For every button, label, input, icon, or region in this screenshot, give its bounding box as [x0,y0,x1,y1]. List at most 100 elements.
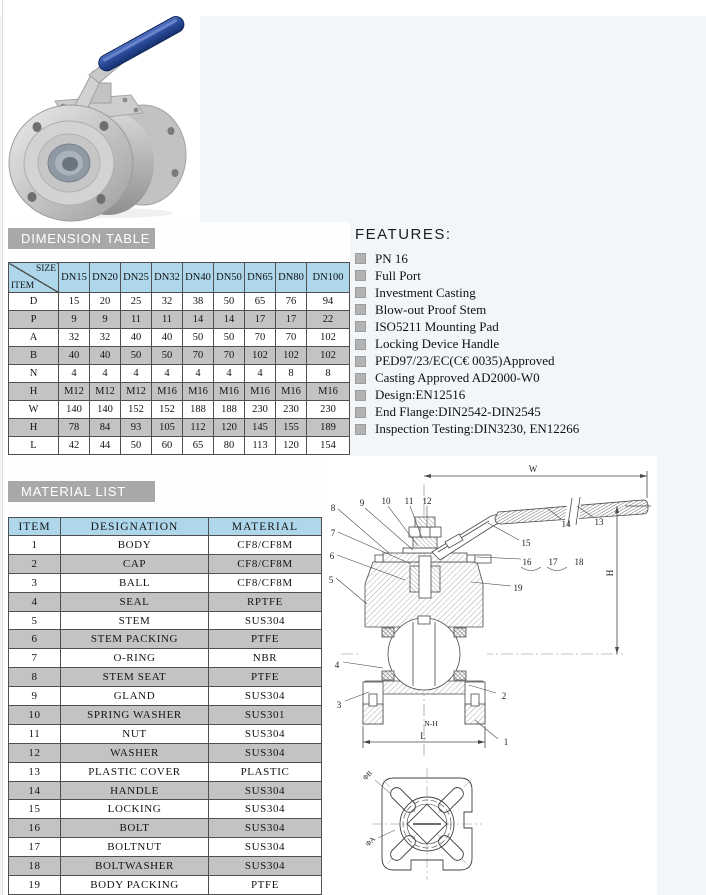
bolt-hole [27,192,37,202]
features-title: FEATURES: [355,226,452,243]
dimension-item-label: H [8,418,59,437]
pad-slot-hole [390,835,416,861]
dimension-value-cell: M16 [182,382,214,401]
material-item-number: 17 [8,837,61,858]
stem-slot [417,615,431,625]
feature-item: Inspection Testing:DIN3230, EN12266 [355,421,705,438]
material-designation: SPRING WASHER [60,705,209,725]
dimension-table-banner: DIMENSION TABLE [8,228,155,249]
dimension-value-cell: M16 [244,382,276,401]
dimension-item-label: H [8,382,59,401]
arrowhead [615,506,619,513]
leader-lines [335,505,594,740]
dimension-value-cell: 4 [89,364,121,383]
right-foot-section [464,703,486,725]
material-designation: WASHER [60,742,209,763]
dimension-value-cell: 155 [275,418,307,437]
callout-label: 9 [360,498,365,508]
extension-line [362,726,486,748]
dimension-value-cell: 70 [244,328,276,347]
handle-arm-line [437,520,490,553]
callout-label: 5 [329,575,334,585]
dimension-value-cell: 17 [275,310,307,329]
bottom-view [372,768,482,880]
material-designation: STEM [60,610,209,631]
size-column-header: DN100 [306,262,350,293]
material-item-number: 12 [8,742,61,763]
dimension-value-cell: 93 [120,418,152,437]
material-designation: HANDLE [60,780,209,801]
material-designation: STEM SEAT [60,667,209,688]
locking-tab [444,533,464,549]
arrowhead [424,474,431,478]
material-designation: PLASTIC COVER [60,761,209,782]
dimension-value-cell: 230 [275,400,307,419]
break-lines [567,496,581,526]
dimension-value-cell: M16 [275,382,307,401]
pad-outline [381,777,473,871]
material-item-number: 10 [8,705,61,725]
dim-height-label: H [605,569,615,576]
dimension-value-cell: 65 [182,436,214,455]
bullet-square-icon [355,321,366,333]
dimension-value-cell: 4 [120,364,152,383]
stem-section [418,555,432,599]
size-column-header: DN40 [182,262,214,293]
dimension-value-cell: 76 [275,292,307,311]
valve-photo-group [8,16,187,222]
size-column-header: DN65 [244,262,276,293]
dimension-value-cell: 94 [306,292,350,311]
product-photo [8,16,187,222]
dimension-value-cell: 140 [89,400,121,419]
bullet-square-icon [355,372,366,384]
dimension-value-cell: M12 [120,382,152,401]
dimension-value-cell: 189 [306,418,350,437]
feature-item: PED97/23/EC(C€ 0035)Approved [355,353,705,370]
feature-item: Design:EN12516 [355,387,705,404]
dimension-value-cell: 15 [58,292,90,311]
callout-labels: 1 2 3 4 5 6 7 8 9 10 11 12 13 14 15 16 1… [329,464,615,848]
corner-cell: SIZE ITEM [8,262,59,293]
feature-text: Blow-out Proof Stem [375,301,487,317]
material-item-number: 15 [8,799,61,820]
material-header-material: MATERIAL [208,517,322,536]
dimension-value-cell: M16 [213,382,245,401]
dimension-item-label: W [8,400,59,419]
hex-nut [408,526,442,538]
bullet-square-icon [355,355,366,367]
dimension-value-cell: 102 [306,346,350,365]
top-nut [414,516,436,528]
material-item-number: 11 [8,723,61,744]
dimension-value-cell: 70 [275,328,307,347]
material-designation: GLAND [60,686,209,707]
arrowhead [363,740,370,744]
feature-text: PN 16 [375,250,408,266]
material-item-number: 2 [8,553,61,574]
bolt-hole [32,122,42,132]
material-designation: BOLTWASHER [60,856,209,877]
size-column-header: DN80 [275,262,307,293]
bullet-square-icon [355,253,366,265]
material-material: CF8/CF8M [208,553,322,574]
corner-size-label: SIZE [35,264,56,274]
dimension-value-cell: 11 [120,310,152,329]
bolt-hole [167,127,175,135]
material-item-number: 6 [8,629,61,650]
callout-label: 11 [405,496,414,506]
feature-item: PN 16 [355,250,705,267]
dimension-value-cell: 50 [213,328,245,347]
size-column-header: DN25 [120,262,152,293]
feature-text: Inspection Testing:DIN3230, EN12266 [375,421,580,437]
right-bolt-slot [470,693,480,707]
callout-brace [520,566,568,571]
material-designation: BOLTNUT [60,837,209,858]
dimension-value-cell: 70 [213,346,245,365]
size-column-header: DN50 [213,262,245,293]
